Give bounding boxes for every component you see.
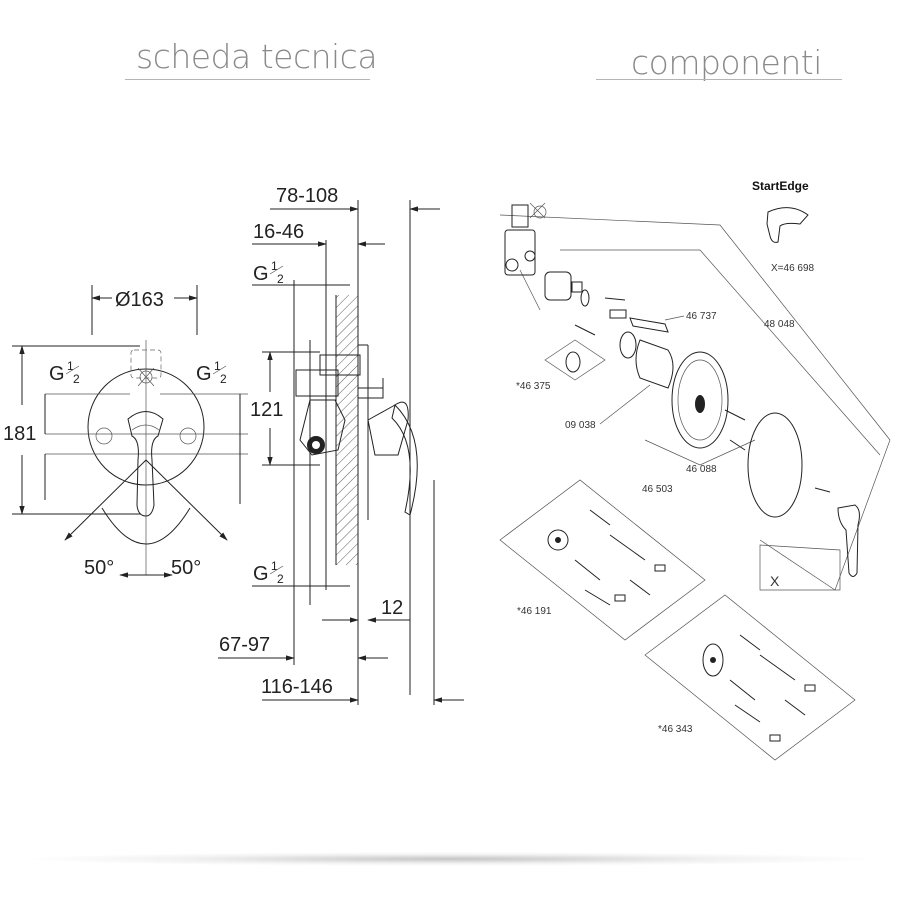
svg-text:1: 1 bbox=[67, 359, 74, 373]
part-46191-label: *46 191 bbox=[517, 606, 552, 617]
part-48048-label: 48 048 bbox=[764, 319, 795, 330]
svg-text:2: 2 bbox=[277, 272, 284, 286]
technical-sheet-underline bbox=[125, 79, 370, 80]
brand-ref-label: X=46 698 bbox=[771, 263, 815, 274]
brand-label: StartEdge bbox=[752, 179, 809, 193]
svg-text:1: 1 bbox=[271, 259, 278, 273]
depth-16-46-label: 16-46 bbox=[253, 221, 304, 243]
part-46375-label: *46 375 bbox=[516, 381, 551, 392]
angle-left-label: 50° bbox=[84, 557, 114, 579]
svg-text:2: 2 bbox=[277, 572, 284, 586]
thread-top-label: G bbox=[253, 263, 269, 285]
part-46503-label: 46 503 bbox=[642, 484, 673, 495]
thread-bottom-label: G bbox=[253, 563, 269, 585]
exploded-view: 46 737 48 048 *46 375 09 038 46 088 46 5… bbox=[499, 179, 891, 761]
side-view: 121 78-108 16-46 G 1 2 G 1 2 12 bbox=[218, 185, 464, 705]
depth-116-146-label: 116-146 bbox=[261, 676, 333, 698]
components-underline bbox=[596, 79, 842, 80]
front-view: Ø163 G 1 2 G 1 2 181 bbox=[3, 285, 248, 579]
part-09038-label: 09 038 bbox=[565, 420, 596, 431]
part-46343-label: *46 343 bbox=[658, 724, 693, 735]
svg-text:2: 2 bbox=[73, 372, 80, 386]
svg-text:1: 1 bbox=[271, 559, 278, 573]
depth-67-97-label: 67-97 bbox=[219, 634, 270, 656]
svg-text:1: 1 bbox=[214, 359, 221, 373]
part-46737-label: 46 737 bbox=[686, 311, 717, 322]
part-46088-label: 46 088 bbox=[686, 464, 717, 475]
depth-78-108-label: 78-108 bbox=[276, 185, 338, 207]
thread-left-label: G bbox=[49, 363, 65, 385]
svg-text:2: 2 bbox=[220, 372, 227, 386]
angle-right-label: 50° bbox=[171, 557, 201, 579]
side-height-label: 121 bbox=[250, 399, 283, 421]
height-label: 181 bbox=[3, 423, 36, 445]
x-mark-label: X bbox=[770, 573, 780, 589]
diameter-label: Ø163 bbox=[115, 289, 164, 311]
components-title: componenti bbox=[631, 43, 822, 82]
technical-sheet-title: scheda tecnica bbox=[136, 37, 378, 76]
thread-right-label: G bbox=[196, 363, 212, 385]
footer-shadow bbox=[30, 852, 870, 866]
depth-12-label: 12 bbox=[381, 597, 403, 619]
